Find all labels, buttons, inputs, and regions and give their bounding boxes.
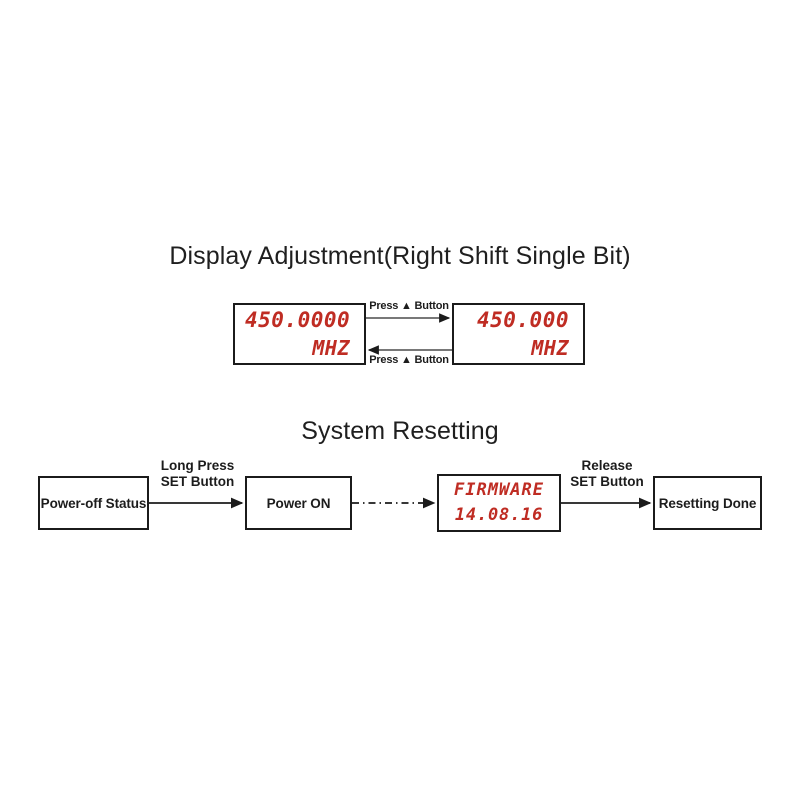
transition-label-long-press: Long Press SET Button [150,458,245,490]
transition-label-release-line1: Release [581,458,633,473]
lcd-after-value: 450.000 [476,308,569,332]
flow-box-power-on: Power ON [245,476,352,530]
transition-label-release: Release SET Button [561,458,653,490]
lcd-before-value: 450.0000 [245,308,351,332]
flow-box-resetting-done: Resetting Done [653,476,762,530]
arrow-label-backward: Press ▲ Button [369,354,449,366]
flow-box-power-off-status: Power-off Status [38,476,149,530]
lcd-firmware-version: 14.08.16 [454,505,544,525]
lcd-display-before: 450.0000 MHZ [233,303,366,365]
flow-box-power-on-label: Power ON [266,495,331,511]
transition-label-long-press-line1: Long Press [160,458,235,473]
arrow-label-forward: Press ▲ Button [369,300,449,312]
lcd-firmware-name: FIRMWARE [454,480,544,500]
display-adjustment-title: Display Adjustment(Right Shift Single Bi… [169,242,631,270]
system-resetting-title: System Resetting [301,417,499,445]
lcd-display-firmware: FIRMWARE 14.08.16 [437,474,561,532]
flow-box-resetting-done-label: Resetting Done [658,495,757,511]
transition-label-long-press-line2: SET Button [160,473,235,489]
lcd-display-after: 450.000 MHZ [452,303,585,365]
transition-label-release-line2: SET Button [570,473,644,489]
flow-box-power-off-status-label: Power-off Status [40,495,147,511]
lcd-after-unit: MHZ [531,336,569,360]
lcd-before-unit: MHZ [312,336,350,360]
